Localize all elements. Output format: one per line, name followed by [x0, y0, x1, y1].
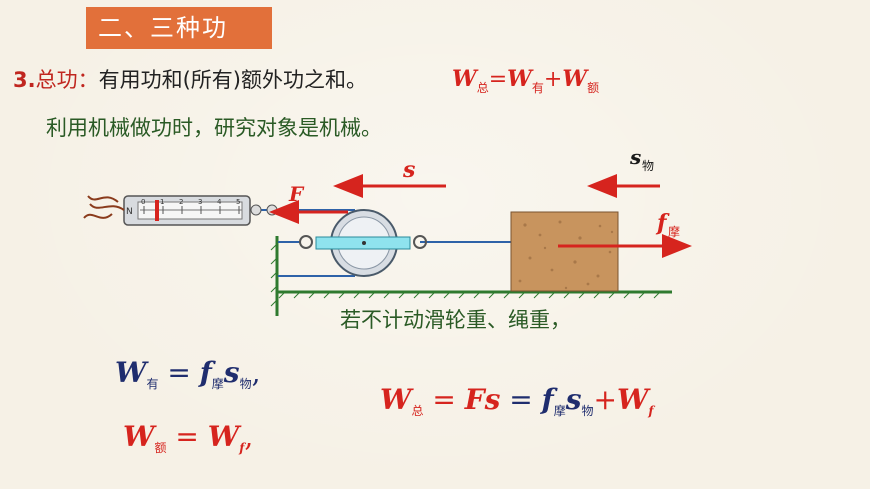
fe-wf: W — [207, 420, 240, 453]
fu-w: W — [115, 356, 147, 389]
fe-tail: , — [244, 420, 254, 453]
total-work-equation: W总=W有+W额 — [452, 66, 599, 96]
axle-hook-left — [299, 235, 313, 249]
label-s-object: s — [629, 145, 641, 169]
scale-tick-label: 1 — [160, 198, 164, 206]
scale-tick-label: 2 — [179, 198, 183, 206]
section-title: 二、三种功 — [86, 7, 272, 49]
ft-fs: Fs — [464, 383, 501, 416]
label-s-object-sub: 物 — [642, 159, 654, 173]
eq-w-extra: W — [562, 66, 588, 92]
scale-unit-mark: N — [126, 207, 133, 217]
ft-w-sub: 总 — [411, 404, 424, 418]
scale-tick-label: 5 — [236, 198, 240, 206]
eq-plus: + — [543, 67, 563, 92]
label-s: s — [402, 157, 415, 183]
ft-s-sub: 物 — [581, 404, 594, 418]
scale-tick-label: 3 — [198, 198, 202, 206]
definition-keyword: 总功： — [35, 68, 99, 92]
definition-line: 3.总功：有用功和(所有)额外功之和。 — [13, 64, 367, 98]
fu-f: f — [199, 356, 212, 389]
fu-s-sub: 物 — [239, 377, 252, 391]
ft-w: W — [380, 383, 412, 416]
eq-w-useful: W — [507, 66, 532, 92]
wall-hatch — [270, 243, 278, 307]
formula-total-work: W总 = Fs = f摩s物+Wf — [380, 383, 654, 419]
ft-f: f — [541, 383, 554, 416]
axle-hook-right — [413, 235, 427, 249]
ft-eq2: = — [500, 383, 542, 416]
formula-useful-work: W有 = f摩s物, — [115, 356, 260, 392]
spring-scale — [83, 195, 278, 226]
fu-f-sub: 摩 — [211, 377, 224, 391]
note-line: 利用机械做功时，研究对象是机械。 — [46, 116, 382, 140]
formula-extra-work: W额 = Wf, — [123, 420, 253, 456]
label-f-sub: 摩 — [668, 224, 680, 239]
definition-text: 有用功和(所有)额外功之和。 — [98, 68, 367, 92]
eq-w-total: W — [452, 66, 477, 92]
ft-wf-sub: f — [648, 404, 654, 418]
label-f: f — [655, 210, 670, 236]
label-F: F — [288, 182, 305, 206]
eq-sub-extra: 额 — [587, 81, 600, 95]
fe-w-sub: 额 — [154, 441, 167, 455]
fe-eq: = — [166, 420, 208, 453]
ft-s: s — [565, 383, 582, 416]
eq-equals: = — [488, 67, 508, 92]
eq-sub-useful: 有 — [531, 81, 544, 95]
ft-eq1: = — [423, 383, 465, 416]
fu-s: s — [223, 356, 240, 389]
ft-f-sub: 摩 — [553, 404, 566, 418]
fu-tail: , — [251, 356, 261, 389]
fu-w-sub: 有 — [146, 377, 159, 391]
fe-w: W — [123, 420, 155, 453]
eq-sub-total: 总 — [476, 81, 489, 95]
condition-text: 若不计动滑轮重、绳重， — [340, 308, 571, 332]
ft-plus: + — [593, 383, 617, 416]
scale-tick-label: 0 — [141, 198, 145, 206]
fe-wf-sub: f — [239, 441, 245, 455]
definition-number: 3. — [13, 68, 36, 92]
wooden-block — [510, 211, 619, 292]
ft-wf: W — [616, 383, 649, 416]
fu-eq: = — [158, 356, 200, 389]
scale-tick-label: 4 — [217, 198, 222, 206]
ground-hatch — [278, 291, 661, 299]
